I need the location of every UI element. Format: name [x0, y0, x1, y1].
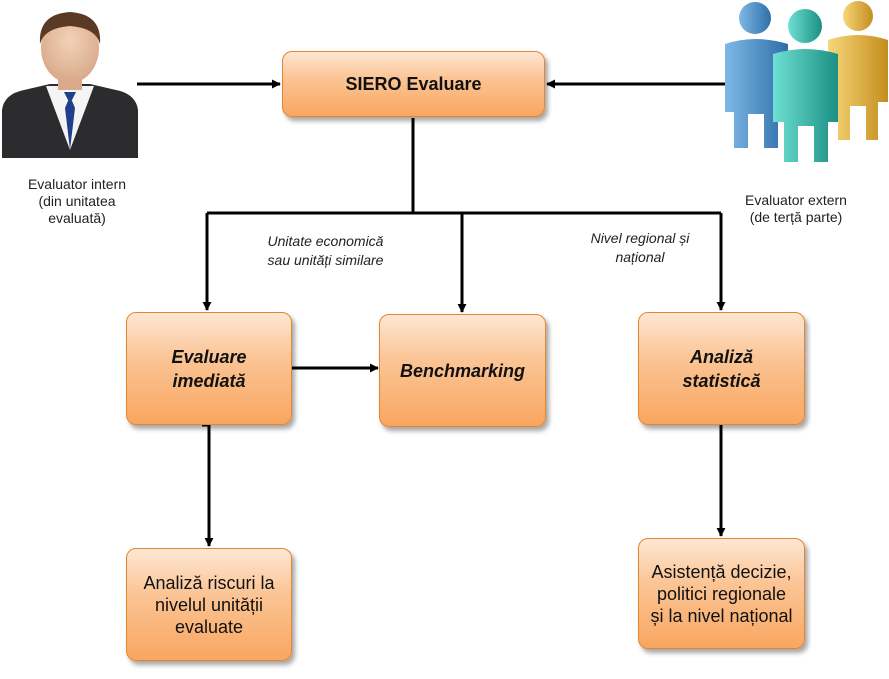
asistenta-decizie-box: Asistență decizie, politici regionale și…	[638, 538, 805, 649]
asistenta-decizie-label: Asistență decizie, politici regionale și…	[650, 561, 793, 626]
benchmarking-label: Benchmarking	[399, 360, 526, 381]
people-group-icon	[725, 1, 888, 162]
arrow-to-analiza-riscuri	[202, 423, 214, 547]
benchmarking-box: Benchmarking	[379, 314, 546, 427]
evaluator-extern-caption: Evaluator extern (de terță parte)	[745, 192, 847, 225]
person-teal	[773, 9, 838, 162]
nivel-regional-label: Nivel regional și național	[590, 230, 690, 265]
person-gold	[828, 1, 888, 140]
person-blue	[725, 2, 788, 148]
analiza-riscuri-label: Analiză riscuri la nivelul unității eval…	[143, 572, 275, 637]
connectors	[137, 79, 726, 547]
evaluare-imediata-box: Evaluare imediată	[126, 312, 292, 425]
unitate-economica-label: Unitate economică sau unități similare	[267, 233, 384, 268]
analiza-statistica-box: Analiză statistică	[638, 312, 805, 425]
evaluare-imediata-label: Evaluare imediată	[171, 346, 247, 391]
evaluator-intern-caption: Evaluator intern (din unitatea evaluată)	[27, 176, 127, 226]
siero-evaluare-box: SIERO Evaluare	[282, 51, 545, 117]
businessman-icon	[2, 12, 138, 158]
analiza-riscuri-box: Analiză riscuri la nivelul unității eval…	[126, 548, 292, 661]
siero-evaluare-label: SIERO Evaluare	[345, 74, 482, 94]
analiza-statistica-label: Analiză statistică	[682, 346, 761, 391]
